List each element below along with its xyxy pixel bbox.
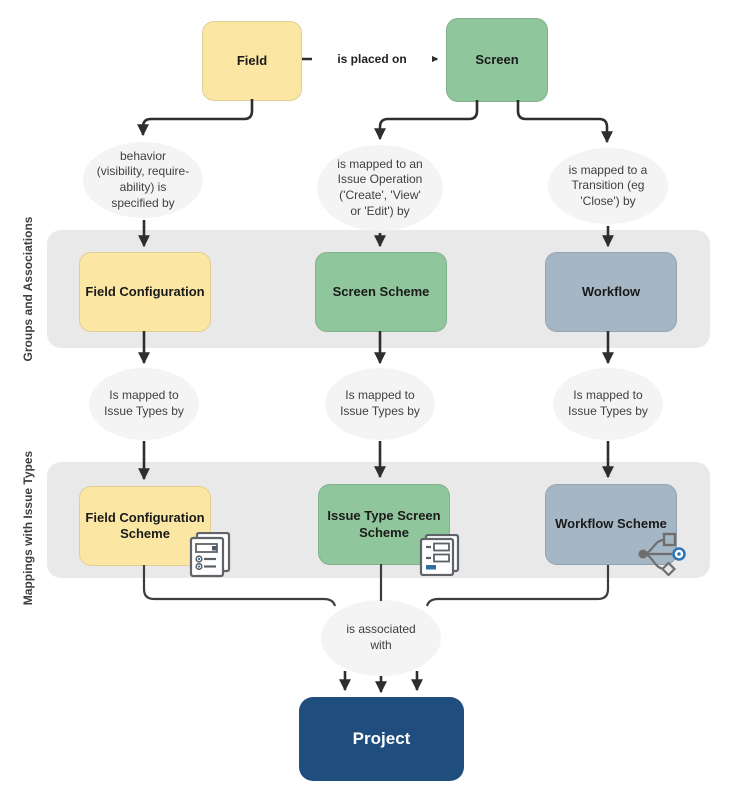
node-workflow: Workflow [545, 252, 677, 332]
ellipse-mapped-to-issue-operation: is mapped to an Issue Operation ('Create… [317, 145, 443, 231]
node-workflow-scheme: Workflow Scheme [545, 484, 677, 565]
edge-label-is-placed-on: is placed on [312, 49, 432, 68]
node-screen: Screen [446, 18, 548, 102]
node-field-configuration: Field Configuration [79, 252, 211, 332]
form-pages-icon [189, 532, 231, 578]
ellipse-mapped-to-issue-types-2: Is mapped to Issue Types by [325, 368, 435, 440]
ellipse-mapped-to-issue-types-1: Is mapped to Issue Types by [89, 368, 199, 440]
edge-field-to-behavior [137, 99, 254, 137]
workflow-branch-icon [638, 532, 686, 576]
ellipse-mapped-to-transition: is mapped to a Transition (eg 'Close') b… [548, 148, 668, 224]
node-screen-scheme: Screen Scheme [315, 252, 447, 332]
node-project: Project [299, 697, 464, 781]
screen-pages-icon [419, 534, 460, 576]
ellipse-is-associated-with: is associated with [321, 600, 441, 676]
ellipse-mapped-to-issue-types-3: Is mapped to Issue Types by [553, 368, 663, 440]
ellipse-behavior-specified-by: behavior (visibility, require- ability) … [83, 142, 203, 218]
edge-screen-to-transition [516, 100, 613, 144]
band-label-mappings-with-issue-types: Mappings with Issue Types [21, 450, 35, 606]
band-label-groups-and-associations: Groups and Associations [21, 216, 35, 362]
edge-screen-to-issue-operation [374, 100, 479, 141]
node-field: Field [202, 21, 302, 101]
